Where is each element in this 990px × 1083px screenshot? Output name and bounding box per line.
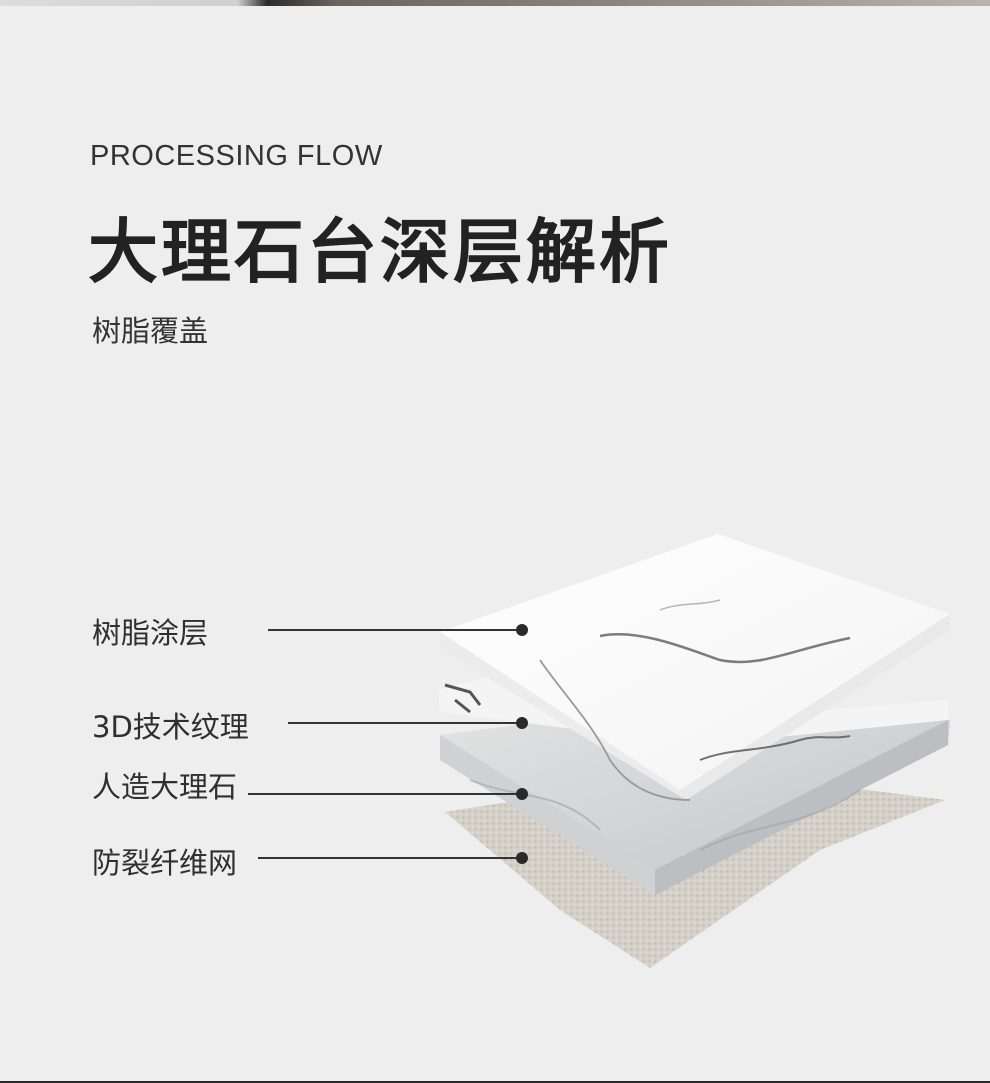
marble-body-layer xyxy=(440,700,950,895)
leader-line-marble xyxy=(248,793,522,795)
leader-dot-marble xyxy=(516,788,528,800)
resin-coat-layer xyxy=(440,534,950,801)
leader-dot-mesh xyxy=(516,852,528,864)
top-image-strip xyxy=(0,0,990,6)
section-subtitle-en: PROCESSING FLOW xyxy=(90,140,383,172)
page-title: 大理石台深层解析 xyxy=(88,211,672,293)
leader-dot-resin xyxy=(516,624,528,636)
layer-label-resin: 树脂涂层 xyxy=(92,616,209,650)
leader-dot-texture xyxy=(516,717,528,729)
section-subtitle-cn: 树脂覆盖 xyxy=(92,314,209,348)
layer-label-texture: 3D技术纹理 xyxy=(92,710,249,744)
layer-label-marble: 人造大理石 xyxy=(92,770,238,804)
leader-line-mesh xyxy=(258,857,522,859)
bottom-border xyxy=(0,1081,990,1083)
layer-label-mesh: 防裂纤维网 xyxy=(92,846,238,880)
leader-line-texture xyxy=(288,722,522,724)
leader-line-resin xyxy=(268,629,522,631)
